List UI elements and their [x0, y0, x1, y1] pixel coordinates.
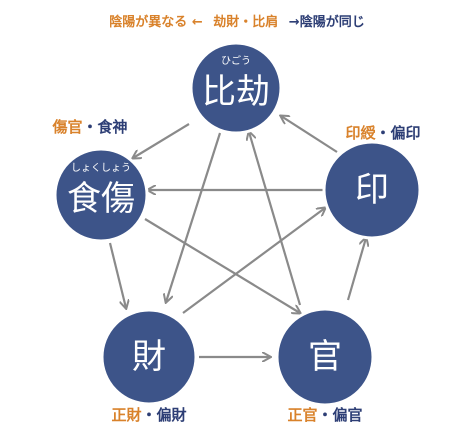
- node-shokushou-label: 食傷: [67, 179, 135, 219]
- node-zai: 財: [100, 308, 198, 406]
- caption-kan-blue: 偏官: [333, 406, 363, 424]
- control-arrows: [144, 132, 325, 314]
- node-zai-label: 財: [132, 337, 166, 377]
- node-shokushou: しょくしょう 食傷: [53, 147, 149, 243]
- caption-in: 印綬・偏印: [345, 124, 420, 142]
- legend-right: →陰陽が同じ: [289, 14, 365, 30]
- caption-in-orange: 印綬: [345, 124, 376, 142]
- arrow-hikou-to-shokushou: [133, 123, 190, 158]
- arrow-in-to-hikou: [281, 116, 338, 153]
- arrow-shokushou-to-kan: [144, 218, 300, 313]
- caption-in-blue: 偏印: [391, 124, 421, 142]
- node-hikou-label: 比劫: [202, 72, 270, 112]
- caption-kan-sep: ・: [317, 406, 332, 424]
- arrow-kan-to-in: [346, 238, 366, 301]
- arrow-hikou-to-zai: [166, 132, 222, 302]
- caption-zai: 正財・偏財: [111, 406, 186, 424]
- node-kan: 官: [275, 307, 375, 407]
- caption-kan: 正官・偏官: [287, 406, 362, 424]
- legend-left: 陰陽が異なる ←: [109, 14, 203, 30]
- node-hikou: ひごう 比劫: [189, 41, 283, 135]
- caption-zai-sep: ・: [141, 406, 156, 424]
- caption-zai-blue: 偏財: [157, 406, 187, 424]
- caption-in-sep: ・: [375, 124, 390, 142]
- caption-shokushou-orange: 傷官: [51, 118, 82, 136]
- arrow-zai-to-in: [182, 208, 325, 314]
- caption-kan-orange: 正官: [287, 406, 317, 424]
- caption-shokushou-blue: 食神: [98, 118, 128, 136]
- node-in-label: 印: [355, 170, 389, 210]
- caption-shokushou: 傷官・食神: [51, 118, 127, 136]
- arrow-shokushou-to-zai: [108, 242, 126, 308]
- node-hikou-ruby: ひごう: [221, 54, 251, 67]
- cycle-arrows: [108, 116, 366, 357]
- node-in: 印: [322, 140, 422, 240]
- arrow-kan-to-hikou: [249, 132, 302, 306]
- node-shokushou-ruby: しょくしょう: [71, 162, 131, 174]
- caption-zai-orange: 正財: [111, 406, 141, 424]
- legend-middle: 劫財・比肩: [213, 14, 278, 30]
- caption-shokushou-sep: ・: [82, 118, 97, 136]
- legend-line: 陰陽が異なる ← 劫財・比肩 →陰陽が同じ: [109, 14, 364, 30]
- node-kan-label: 官: [308, 337, 342, 377]
